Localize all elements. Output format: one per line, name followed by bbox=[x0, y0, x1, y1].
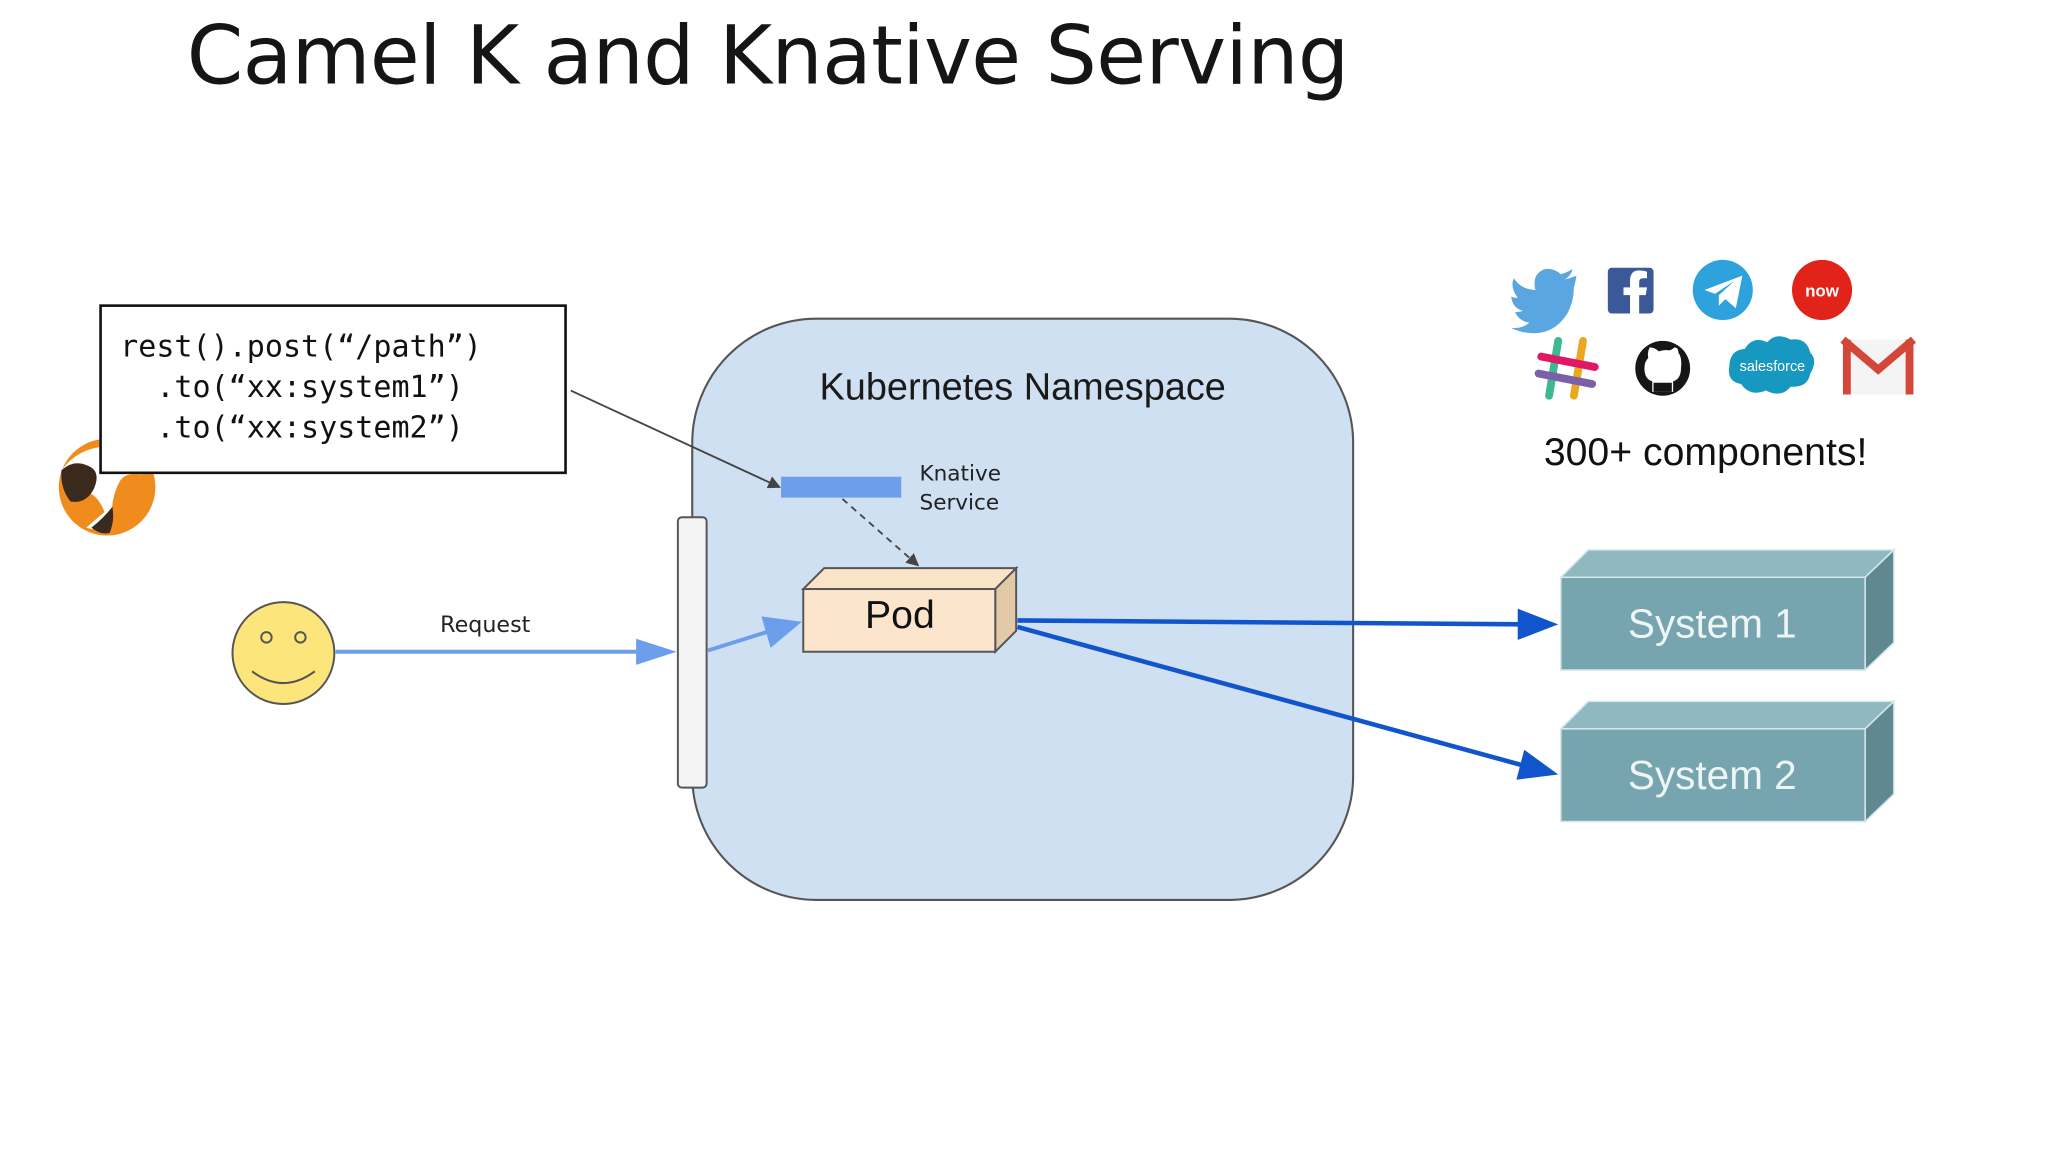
slide-title: Camel K and Knative Serving bbox=[186, 7, 1350, 104]
request-label: Request bbox=[440, 612, 531, 639]
salesforce-icon: salesforce bbox=[1728, 336, 1815, 394]
twitter-icon bbox=[1511, 268, 1577, 334]
pod-to-system1-arrow bbox=[1017, 608, 1559, 640]
components-count-label: 300+ components! bbox=[1543, 431, 1868, 475]
code-line: .to(“xx:system1”) bbox=[120, 370, 464, 405]
knative-service-bar bbox=[781, 476, 902, 498]
system2-box bbox=[1558, 699, 1896, 824]
knative-service-label: Knative Service bbox=[920, 460, 1001, 517]
system2-label: System 2 bbox=[1627, 752, 1797, 799]
service-to-pod-dashed-arrow bbox=[841, 498, 920, 567]
pod-to-system2-arrow bbox=[1016, 624, 1559, 780]
knative-service-label-line1: Knative bbox=[919, 461, 1001, 486]
system1-box bbox=[1558, 548, 1896, 672]
code-snippet-box: rest().post(“/path”) .to(“xx:system1”) .… bbox=[99, 304, 567, 475]
namespace-label: Kubernetes Namespace bbox=[819, 367, 1226, 409]
telegram-icon bbox=[1692, 259, 1753, 320]
code-line: rest().post(“/path”) bbox=[120, 330, 482, 365]
ingress-gateway-bar bbox=[676, 516, 708, 789]
pod-label: Pod bbox=[865, 594, 935, 638]
salesforce-logo-text: salesforce bbox=[1740, 359, 1805, 375]
smiley-user-icon bbox=[231, 601, 336, 705]
request-arrow bbox=[335, 638, 677, 665]
gmail-icon bbox=[1840, 336, 1917, 395]
pod-box bbox=[800, 565, 1019, 655]
code-to-service-connector bbox=[570, 389, 781, 489]
github-icon bbox=[1635, 340, 1691, 396]
facebook-icon bbox=[1607, 267, 1654, 314]
knative-service-label-line2: Service bbox=[919, 489, 1000, 515]
servicenow-icon: now bbox=[1791, 259, 1853, 320]
gateway-to-pod-arrow bbox=[707, 616, 802, 653]
code-line: .to(“xx:system2”) bbox=[120, 411, 464, 446]
system1-label: System 1 bbox=[1627, 600, 1797, 647]
servicenow-logo-text: now bbox=[1805, 281, 1840, 300]
slack-icon bbox=[1534, 336, 1599, 400]
